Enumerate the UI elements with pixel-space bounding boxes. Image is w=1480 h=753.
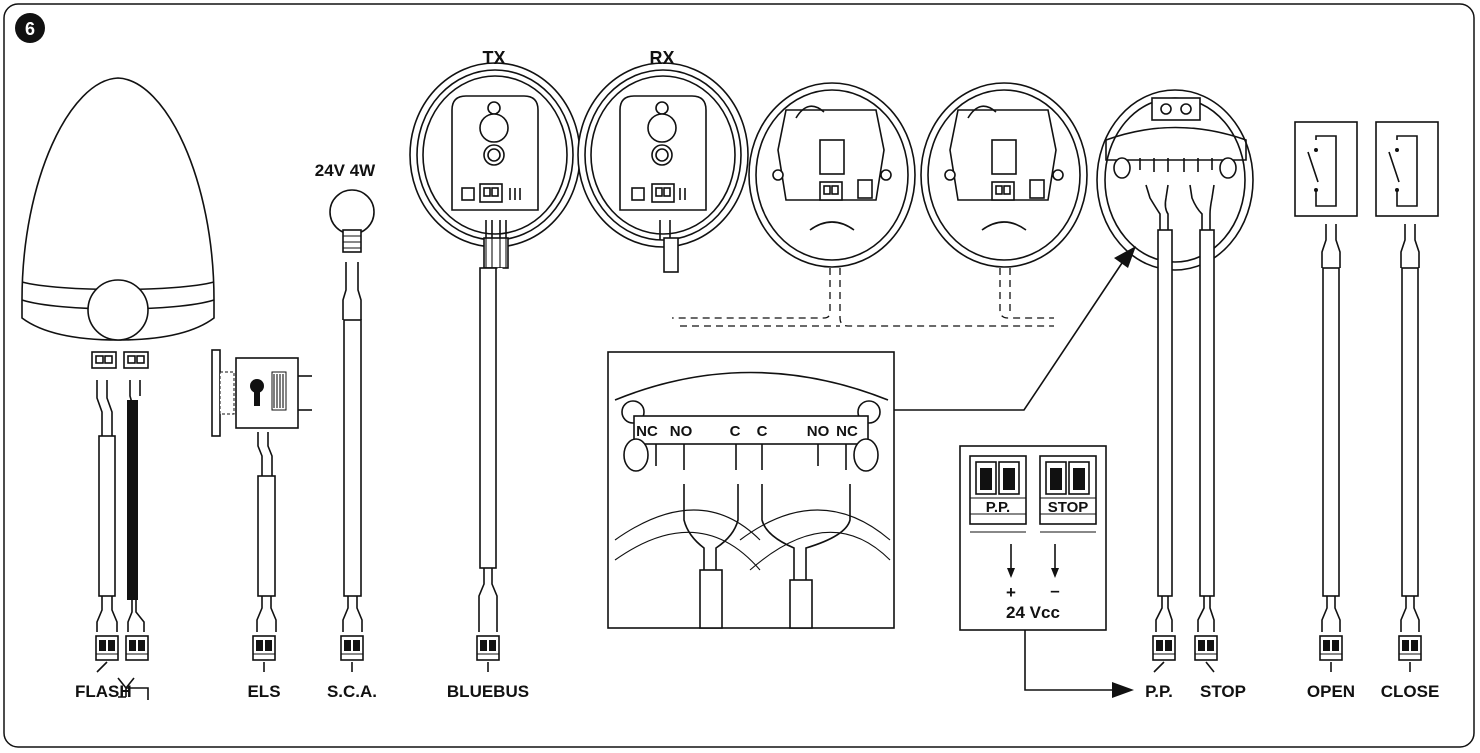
- label-tx: TX: [482, 48, 505, 68]
- figure-badge: 6: [15, 13, 45, 43]
- contacts-detail-inset: [607, 351, 895, 629]
- svg-text:6: 6: [25, 19, 35, 39]
- terminal-label-stop: STOP: [1048, 499, 1089, 516]
- label-open: OPEN: [1307, 682, 1355, 701]
- bulb-24v-device: [329, 189, 375, 672]
- photocell-base-1: [748, 82, 916, 268]
- label-lamp: 24V 4W: [315, 161, 376, 180]
- label-rx: RX: [649, 48, 674, 68]
- label-els: ELS: [247, 682, 280, 701]
- terminal-plus: +: [1006, 583, 1016, 602]
- label-pp: P.P.: [1145, 682, 1173, 701]
- terminal-voltage: 24 Vcc: [1006, 603, 1060, 622]
- label-close: CLOSE: [1381, 682, 1440, 701]
- flashing-light-device: [21, 77, 215, 673]
- terminal-label-pp: P.P.: [986, 499, 1010, 516]
- terminal-minus: –: [1050, 581, 1059, 600]
- frame: [3, 3, 1475, 748]
- voltage-arrow: [1024, 630, 1134, 698]
- contact-label-2: NO: [670, 423, 693, 440]
- detail-leader-arrow: [894, 246, 1136, 411]
- contact-label-4: C: [757, 423, 768, 440]
- label-sca: S.C.A.: [327, 682, 377, 701]
- key-selector-device: [211, 349, 312, 672]
- label-bluebus: BLUEBUS: [447, 682, 529, 701]
- contact-label-3: C: [730, 423, 741, 440]
- label-stop: STOP: [1200, 682, 1246, 701]
- bus-dashed-lines: [672, 268, 1054, 327]
- open-switch-device: [1294, 121, 1358, 672]
- photocell-rx: [577, 62, 749, 273]
- terminal-block-box: [959, 445, 1107, 631]
- label-flash: FLASH: [75, 682, 132, 701]
- contact-label-5: NO: [807, 423, 830, 440]
- contact-label-6: NC: [836, 423, 858, 440]
- photocell-relay: [1096, 89, 1254, 673]
- close-switch-device: [1375, 121, 1439, 672]
- contact-label-1: NC: [636, 423, 658, 440]
- photocell-base-2: [920, 82, 1088, 268]
- antenna-icon: [117, 677, 149, 700]
- photocell-tx: [409, 62, 675, 672]
